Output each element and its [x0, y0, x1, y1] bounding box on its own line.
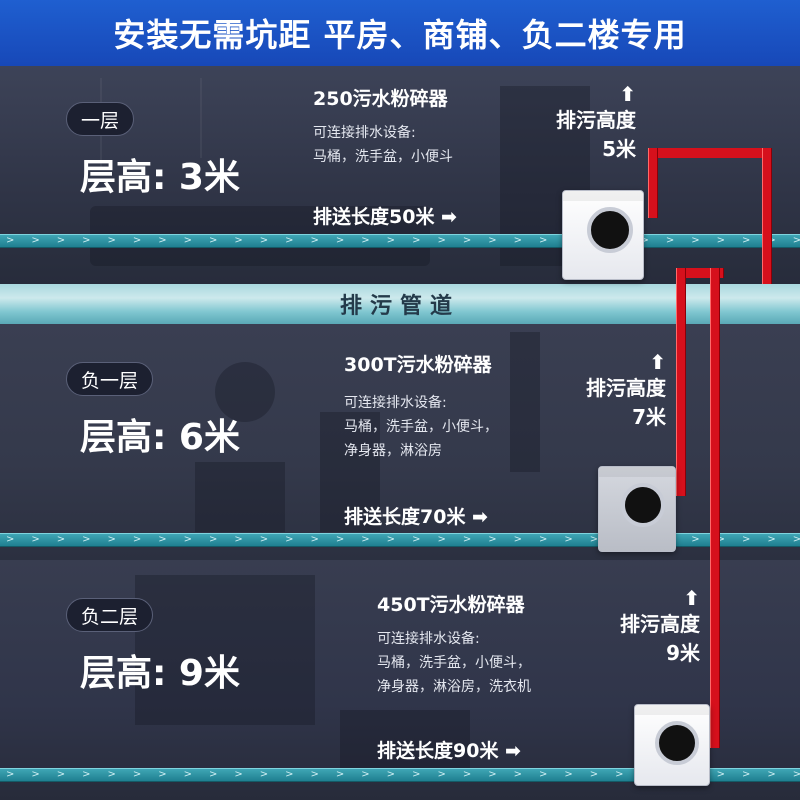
- level-pill: 一层: [66, 102, 135, 136]
- lift-height-block: ⬆ 排污高度 9米: [604, 588, 700, 666]
- connect-title: 可连接排水设备:: [313, 125, 416, 141]
- cabinet-silhouette: [135, 575, 315, 725]
- arrow-up-icon: ⬆: [649, 350, 666, 374]
- lift-label: 排污高度: [620, 612, 700, 636]
- main-pipe-label: 排污管道: [339, 294, 460, 319]
- level-pill: 负二层: [66, 598, 154, 632]
- shower-silhouette: [320, 412, 380, 532]
- outlet-port-icon: [621, 483, 665, 527]
- riser-floor1-down: [762, 148, 772, 284]
- device-list: 马桶，洗手盆，小便斗，: [377, 655, 531, 671]
- lift-label: 排污高度: [586, 376, 666, 400]
- flow-arrows: >>>>>>>>>>>>>>>>>>>>>>>>>>>>>>>>>>>>>>>>: [6, 235, 800, 246]
- flow-arrows: >>>>>>>>>>>>>>>>>>>>>>>>>>>>>>>>>>>>>>>>: [6, 534, 800, 545]
- shelf-silhouette: [510, 332, 540, 472]
- lift-label: 排污高度: [556, 108, 636, 132]
- mirror-silhouette: [215, 362, 275, 422]
- floor-3-pipe: >>>>>>>>>>>>>>>>>>>>>>>>>>>>>>>>>>>>>>>>: [0, 768, 800, 782]
- riser-floor2-up: [676, 268, 686, 496]
- outlet-port-icon: [655, 721, 699, 765]
- floor-1-pipe: >>>>>>>>>>>>>>>>>>>>>>>>>>>>>>>>>>>>>>>>: [0, 234, 800, 248]
- riser-floor1-up: [648, 148, 658, 218]
- lift-value: 7米: [632, 405, 666, 429]
- device-list: 马桶，洗手盆，小便斗，: [344, 419, 498, 435]
- transport-distance: 排送长度50米 ➡: [313, 206, 457, 228]
- device-list: 净身器，淋浴房: [344, 443, 442, 459]
- device-list: 净身器，淋浴房，洗衣机: [377, 679, 531, 695]
- macerator-unit-300t: [598, 466, 676, 552]
- lift-height-block: ⬆ 排污高度 5米: [540, 84, 636, 162]
- banner-title: 安装无需坑距 平房、商铺、负二楼专用: [0, 0, 800, 66]
- arrow-up-icon: ⬆: [619, 82, 636, 106]
- floor-height: 层高: 9米: [80, 653, 240, 694]
- transport-distance: 排送长度90米 ➡: [377, 740, 521, 762]
- model-title: 450T污水粉碎器: [377, 594, 525, 616]
- connect-title: 可连接排水设备:: [377, 631, 480, 647]
- lift-value: 9米: [666, 641, 700, 665]
- vanity-silhouette: [195, 462, 285, 532]
- macerator-unit-250: [562, 190, 644, 280]
- connect-title: 可连接排水设备:: [344, 395, 447, 411]
- riser-floor3-up: [710, 268, 720, 748]
- lift-value: 5米: [602, 137, 636, 161]
- floor-2-pipe: >>>>>>>>>>>>>>>>>>>>>>>>>>>>>>>>>>>>>>>>: [0, 533, 800, 547]
- model-title: 250污水粉碎器: [313, 88, 448, 110]
- lift-height-block: ⬆ 排污高度 7米: [570, 352, 666, 430]
- flow-arrows: >>>>>>>>>>>>>>>>>>>>>>>>>>>>>>>>>>>>>>>>: [6, 769, 800, 780]
- lamp-cord: [200, 78, 202, 158]
- transport-distance: 排送长度70米 ➡: [344, 506, 488, 528]
- device-list: 马桶，洗手盆，小便斗: [313, 149, 453, 165]
- macerator-unit-450t: [634, 704, 710, 786]
- riser-top-horizontal: [648, 148, 772, 158]
- model-title: 300T污水粉碎器: [344, 354, 492, 376]
- floor-height: 层高: 6米: [80, 417, 240, 458]
- main-sewer-pipe: 排污管道: [0, 284, 800, 324]
- floor-height: 层高: 3米: [80, 157, 240, 198]
- outlet-port-icon: [587, 207, 633, 253]
- level-pill: 负一层: [66, 362, 154, 396]
- arrow-up-icon: ⬆: [683, 586, 700, 610]
